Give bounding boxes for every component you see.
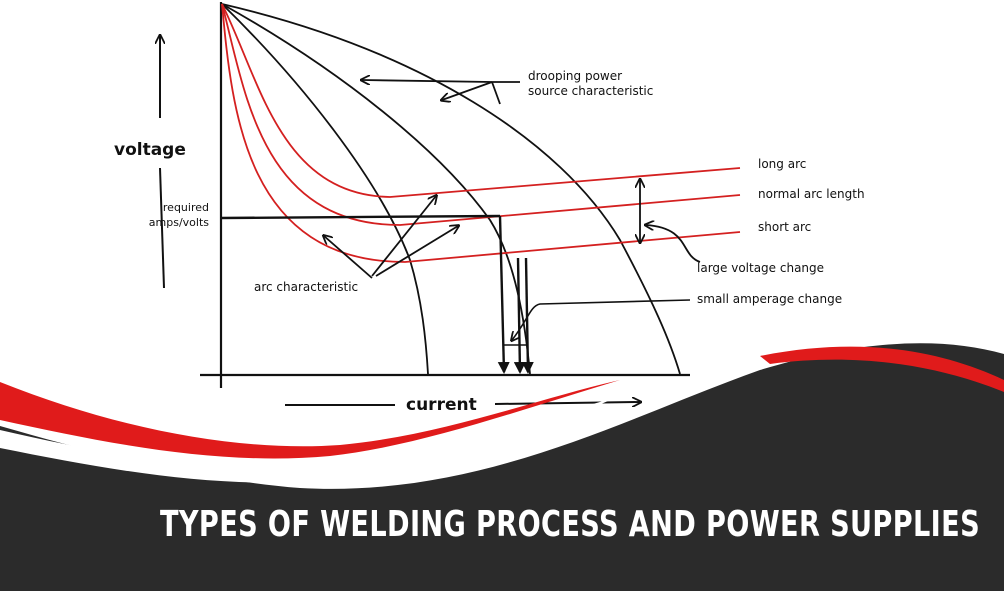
drooping-label-line2: source characteristic <box>528 84 653 98</box>
drooping-curve-2 <box>221 3 531 375</box>
banner-title: TYPES OF WELDING PROCESS AND POWER SUPPL… <box>160 504 980 545</box>
banner: TYPES OF WELDING PROCESS AND POWER SUPPL… <box>0 343 1004 591</box>
arc-pointer-3-icon <box>324 236 373 279</box>
banner-red-wave-right <box>760 346 1004 392</box>
drooping-pointer-1-icon <box>362 80 493 82</box>
normal-arc-curve <box>221 3 741 226</box>
drooping-pointer-4 <box>491 81 501 105</box>
voltage-arrow <box>159 36 165 289</box>
arc-characteristic-label: arc characteristic <box>254 280 358 294</box>
voltage-arrow-lower-line <box>159 167 165 289</box>
required-line <box>220 214 501 220</box>
drop-arrow-1-icon <box>497 215 510 374</box>
drooping-curve-1 <box>221 3 429 375</box>
short-arc-curve <box>221 3 741 263</box>
amperage-drop-arrows <box>497 215 534 374</box>
arc-pointer-2-icon <box>375 226 458 277</box>
voltage-change-arrow <box>640 180 701 263</box>
large-voltage-change-label: large voltage change <box>697 261 824 275</box>
long-arc-label: long arc <box>758 157 806 171</box>
voltage-label: voltage <box>114 140 186 160</box>
required-label-line2: amps/volts <box>149 216 209 229</box>
voltage-change-pointer-icon <box>646 225 701 263</box>
banner-white-swoosh <box>0 396 620 483</box>
arc-pointer-1-icon <box>371 196 436 277</box>
drooping-pointers <box>362 80 520 105</box>
banner-red-wave <box>0 380 620 459</box>
small-amperage-change-label: small amperage change <box>697 292 842 306</box>
drooping-curves <box>221 3 681 375</box>
current-label: current <box>406 395 477 415</box>
current-arrow <box>285 402 640 405</box>
drooping-curve-3 <box>221 3 681 375</box>
current-arrow-right-icon <box>494 402 640 404</box>
arc-curves <box>221 3 741 263</box>
drooping-label-line1: drooping power <box>528 69 622 83</box>
normal-arc-length-label: normal arc length <box>758 187 865 201</box>
drop-arrow-2-icon <box>513 257 526 374</box>
axes <box>200 2 690 388</box>
long-arc-curve <box>221 3 741 198</box>
drop-arrow-3-icon <box>521 257 534 374</box>
required-label-line1: required <box>163 201 209 214</box>
short-arc-label: short arc <box>758 220 811 234</box>
arc-pointers <box>324 196 458 279</box>
drooping-pointer-2-icon <box>442 81 493 100</box>
amperage-change-pointer-icon <box>512 299 691 340</box>
banner-dark-shape <box>0 343 1004 591</box>
